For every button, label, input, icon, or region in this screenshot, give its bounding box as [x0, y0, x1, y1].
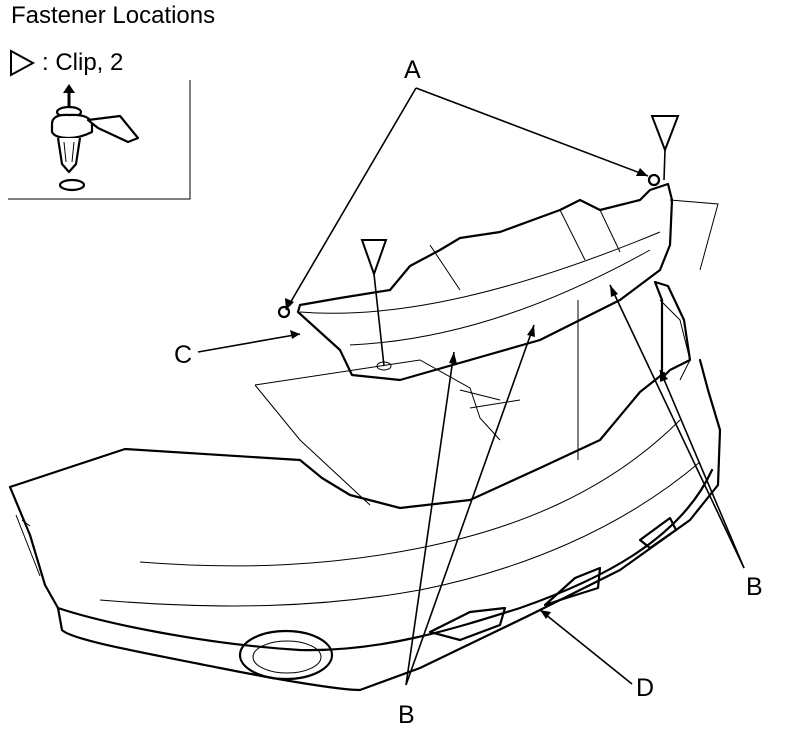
reference-lines [254, 199, 719, 506]
legend-text: : Clip, 2 [42, 49, 124, 76]
clip-inset-frame [8, 80, 191, 200]
diagram-title: Fastener Locations [11, 2, 216, 29]
leader-lines [197, 87, 745, 686]
legend: : Clip, 2 [8, 48, 123, 78]
callout-b-right: B [746, 573, 763, 601]
clip-marker-left [360, 239, 388, 278]
callout-c: C [174, 341, 193, 369]
clip-illustration [50, 84, 140, 192]
clip-marker-right [650, 115, 680, 153]
triangle-marker-icon [10, 49, 36, 77]
callout-d: D [636, 674, 655, 702]
callout-a: A [404, 56, 421, 84]
callout-b-bottom: B [398, 701, 415, 729]
upper-trim [277, 173, 692, 382]
